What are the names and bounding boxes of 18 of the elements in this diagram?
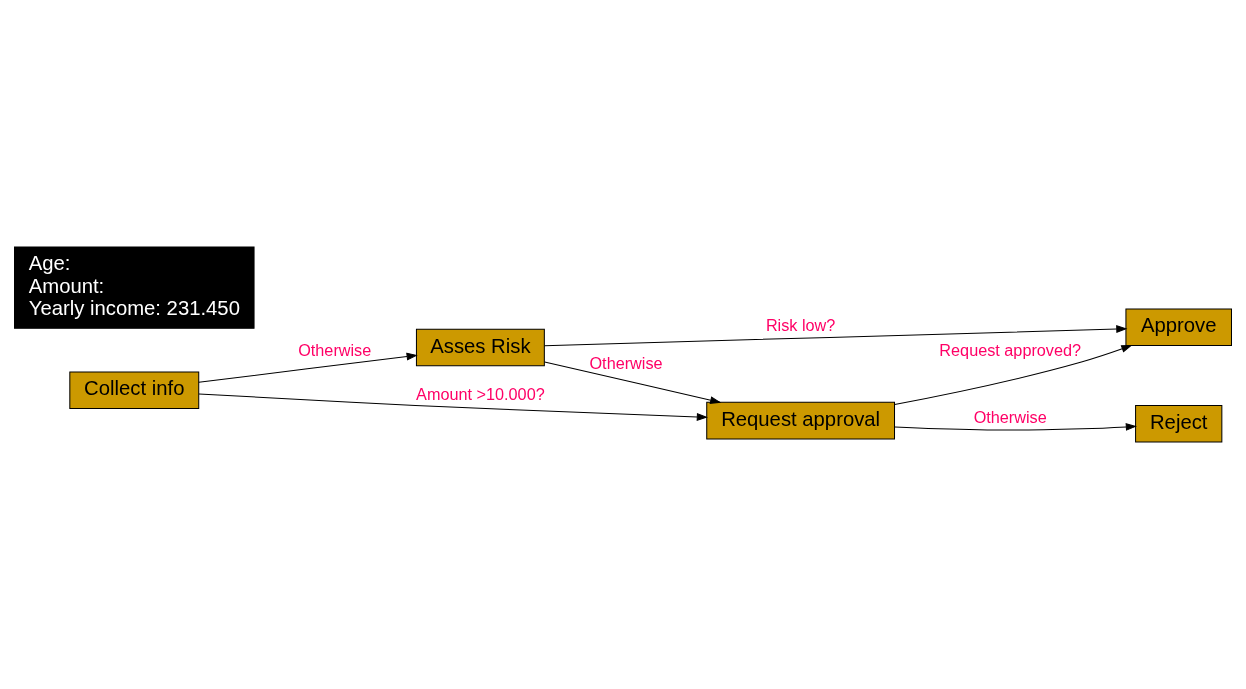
node-box: Asses Risk: [415, 328, 545, 367]
arrow: [544, 361, 722, 404]
edge-label: Request approved?: [939, 341, 1082, 360]
edge-label: Otherwise: [589, 353, 663, 372]
edge-label: Otherwise: [298, 341, 372, 360]
node-box: Collect info: [69, 371, 200, 409]
node-box: Request approval: [706, 401, 895, 440]
node-box: Reject: [1135, 404, 1223, 443]
arrow: [894, 423, 1137, 431]
arrow: [543, 325, 1128, 347]
arrow: [198, 393, 708, 421]
node-box: Approve: [1125, 308, 1232, 346]
arrow: [198, 352, 418, 383]
node-box: Age: Amount: Yearly income: 231.450: [14, 246, 255, 329]
edge-label: Otherwise: [973, 408, 1047, 427]
edge-label: Amount >10.000?: [416, 385, 545, 404]
arrow: [894, 345, 1133, 405]
edge-label: Risk low?: [765, 316, 836, 335]
